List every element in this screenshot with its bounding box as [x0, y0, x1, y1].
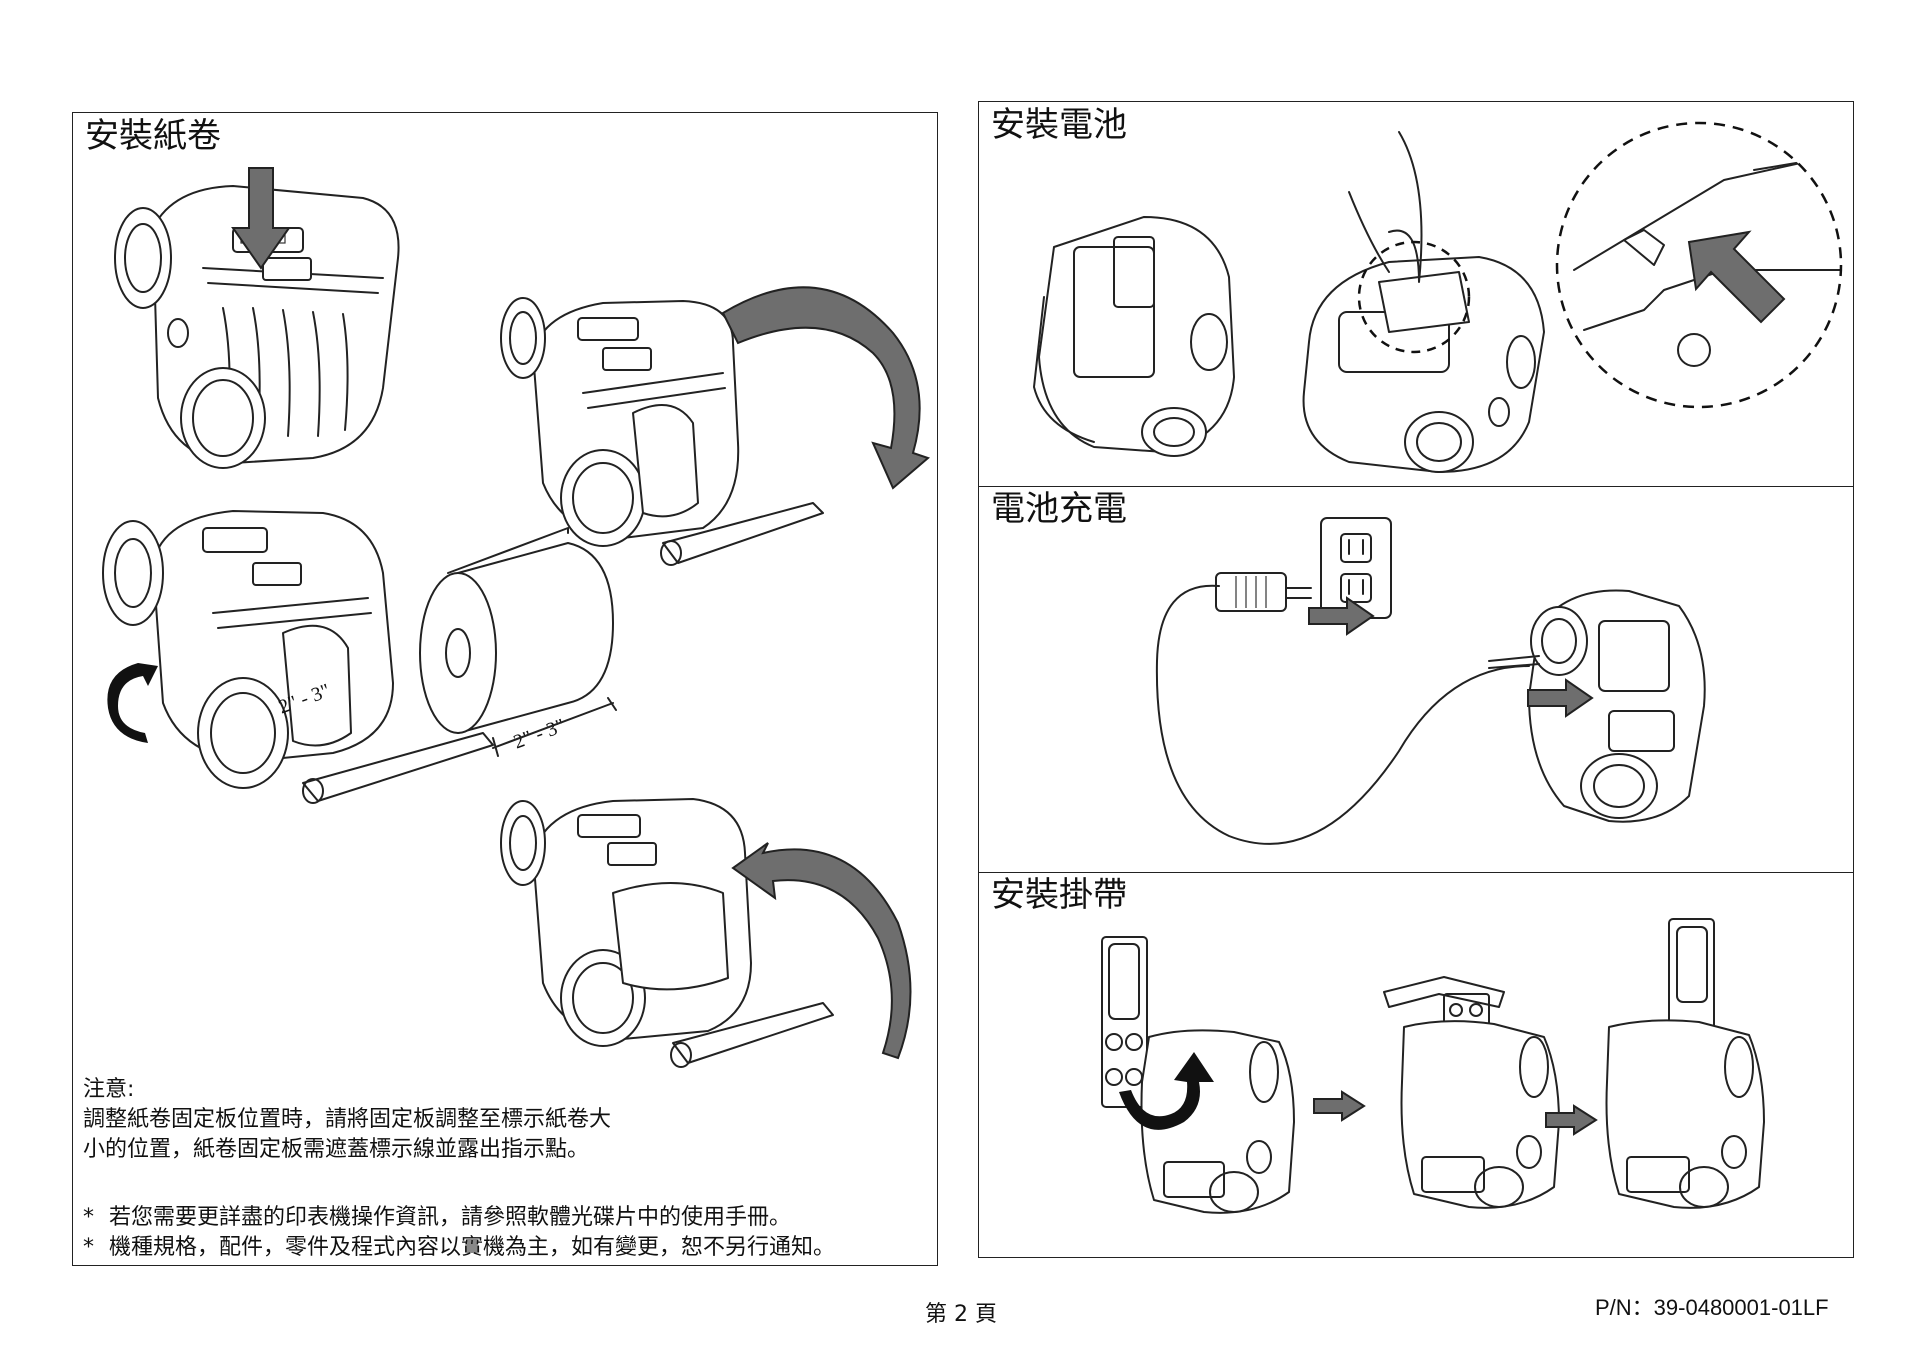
strap-next-arrow-1: [1313, 1090, 1366, 1122]
plug-in-arrow: [1308, 596, 1375, 636]
strap-rotate-arrow: [1119, 1052, 1214, 1130]
roll-dimension-line: [492, 697, 617, 757]
right-panel: 安裝電池: [978, 101, 1854, 1258]
slide-in-arrow: [1687, 230, 1786, 324]
connect-cable-arrow: [1527, 678, 1594, 718]
bullet-marker: *: [83, 1205, 94, 1230]
charging-cable: [1155, 584, 1530, 845]
bullet-text: 若您需要更詳盡的印表機操作資訊，請參照軟體光碟片中的使用手冊。: [109, 1205, 792, 1230]
strap-step-3-illustration: [1605, 918, 1765, 1209]
printer-loading-illustration: [102, 510, 494, 804]
zoom-callout-circle: [1357, 240, 1471, 354]
note-heading: 注意:: [83, 1077, 135, 1102]
printer-open-illustration: [500, 297, 824, 566]
section-install-battery: 安裝電池: [979, 102, 1853, 487]
section-title-install-paper: 安裝紙卷: [85, 116, 221, 156]
rotate-knob-arrow: [107, 663, 158, 743]
open-cover-arrow: [721, 286, 930, 490]
strap-next-arrow-2: [1545, 1104, 1598, 1136]
strap-step-2-illustration: [1383, 976, 1560, 1209]
section-title-install-strap: 安裝掛帶: [991, 875, 1127, 915]
bullet-2: * 機種規格，配件，零件及程式內容以實機為主，如有變更，恕不另行通知。: [83, 1231, 835, 1264]
paper-roll-illustration: [419, 527, 614, 734]
battery-cover-illustration: [1302, 131, 1545, 473]
left-panel: 安裝紙卷: [72, 112, 938, 1266]
section-charge-battery: 電池充電: [979, 486, 1853, 873]
wall-outlet-illustration: [1320, 517, 1392, 619]
battery-printer-illustration: [1033, 216, 1235, 457]
page-number: 第 2 頁: [925, 1302, 997, 1327]
close-cover-arrow: [731, 842, 912, 1060]
bullet-text: 機種規格，配件，零件及程式內容以實機為主，如有變更，恕不另行通知。: [109, 1235, 836, 1260]
section-install-strap: 安裝掛帶: [979, 872, 1853, 1259]
bullet-1: * 若您需要更詳盡的印表機操作資訊，請參照軟體光碟片中的使用手冊。: [83, 1201, 791, 1234]
printer-closing-illustration: [500, 798, 834, 1068]
press-down-arrow: [231, 167, 291, 270]
part-number: P/N：39-0480001-01LF: [1595, 1295, 1829, 1320]
bullet-marker: *: [83, 1235, 94, 1260]
power-adapter-illustration: [1215, 572, 1312, 612]
charging-printer-illustration: [1488, 589, 1706, 823]
note-line-2: 小的位置，紙卷固定板需遮蓋標示線並露出指示點。: [83, 1137, 590, 1162]
section-title-charge-battery: 電池充電: [991, 489, 1127, 529]
section-title-install-battery: 安裝電池: [991, 105, 1127, 145]
note-line-1: 調整紙卷固定板位置時，請將固定板調整至標示紙卷大: [83, 1107, 612, 1132]
